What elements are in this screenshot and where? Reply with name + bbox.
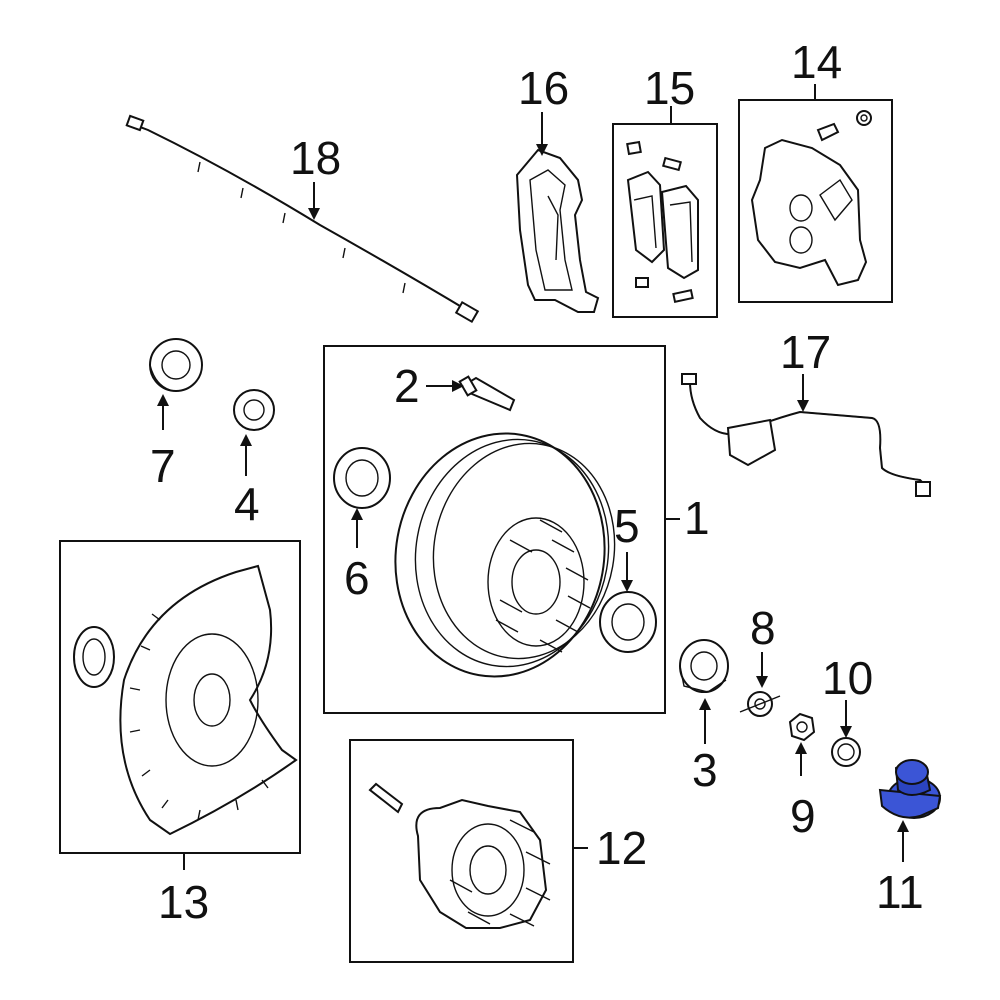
callout-12: 12	[596, 822, 647, 874]
dust-cap-part[interactable]	[878, 759, 942, 819]
bearing-race-6-part[interactable]	[333, 447, 391, 509]
callout-6: 6	[344, 552, 370, 604]
callout-8: 8	[750, 602, 776, 654]
callout-9: 9	[790, 790, 816, 842]
callout-11: 11	[876, 866, 924, 918]
washer-part[interactable]	[739, 691, 781, 717]
splash-shield-group-box	[59, 540, 301, 854]
callout-1: 1	[684, 492, 710, 544]
brake-pads-part[interactable]	[626, 140, 699, 303]
caliper-part[interactable]	[750, 110, 872, 287]
seal-4-part[interactable]	[233, 389, 275, 431]
wear-sensor-wire-part[interactable]	[125, 114, 480, 324]
callout-10: 10	[822, 652, 873, 704]
hub-part[interactable]	[368, 782, 551, 929]
seal-5-part[interactable]	[599, 591, 657, 653]
wheel-stud-part[interactable]	[458, 375, 516, 412]
abs-sensor-harness-part[interactable]	[681, 373, 931, 497]
callout-16: 16	[518, 62, 569, 114]
callout-3: 3	[692, 744, 718, 796]
bearing-3-part[interactable]	[679, 639, 729, 693]
brake-rotor-part[interactable]	[376, 417, 631, 693]
hub-group-box	[349, 739, 574, 963]
lock-ring-part[interactable]	[831, 737, 861, 767]
caliper-bracket-part[interactable]	[515, 148, 600, 313]
callout-4: 4	[234, 478, 260, 530]
callout-15: 15	[644, 62, 695, 114]
callout-leaders	[157, 84, 909, 870]
callout-5: 5	[614, 500, 640, 552]
callout-2: 2	[394, 360, 420, 412]
splash-shield-part[interactable]	[73, 564, 298, 836]
callout-14: 14	[791, 36, 842, 88]
callout-labels: 18 16 15 14 17 2 7 4 6 5 1 3 8 9 10 11 1…	[150, 36, 924, 928]
pad-group-box	[612, 123, 718, 318]
rotor-group-box	[323, 345, 666, 714]
nut-part[interactable]	[788, 712, 816, 742]
callout-13: 13	[158, 876, 209, 928]
callout-7: 7	[150, 440, 176, 492]
callout-17: 17	[780, 326, 831, 378]
callout-18: 18	[290, 132, 341, 184]
seal-7-part[interactable]	[149, 338, 203, 392]
